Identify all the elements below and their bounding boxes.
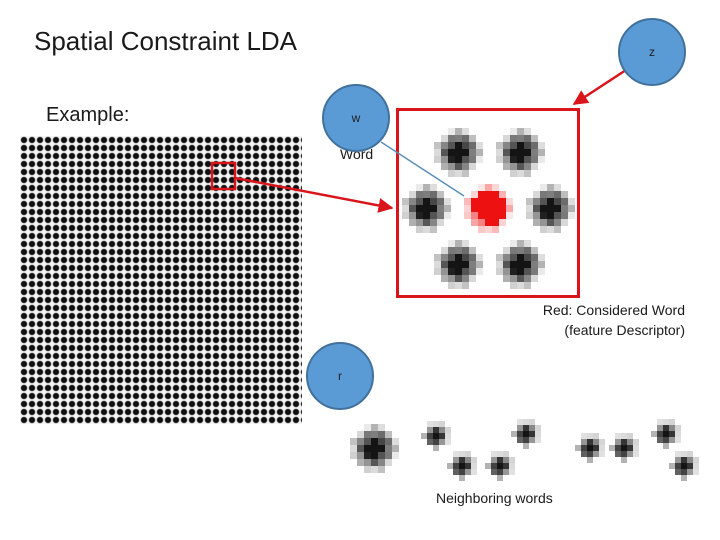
neighbor-word-3b bbox=[511, 419, 541, 449]
zoom-arrow bbox=[234, 176, 394, 213]
red-caption-line-2: (feature Descriptor) bbox=[564, 322, 685, 338]
selection-box bbox=[210, 161, 237, 191]
neighboring-words-label: Neighboring words bbox=[436, 490, 553, 506]
considered-word-blob bbox=[463, 183, 513, 233]
neighbor-word-2a bbox=[421, 421, 451, 451]
word-connector-line bbox=[380, 141, 465, 197]
dot-texture-image bbox=[20, 136, 302, 424]
neighbor-word-1 bbox=[349, 423, 399, 473]
neighbor-word-5b bbox=[669, 451, 699, 481]
slide-title: Spatial Constraint LDA bbox=[34, 26, 298, 56]
neighbor-word-2b bbox=[447, 451, 477, 481]
patch-blob-bottom-left bbox=[433, 239, 483, 289]
node-w: w bbox=[322, 84, 390, 152]
neighbor-word-3a bbox=[485, 451, 515, 481]
z-arrow bbox=[572, 68, 627, 106]
red-caption-line-1: Red: Considered Word bbox=[542, 302, 685, 318]
red-caption: Red: Considered Word (feature Descriptor… bbox=[543, 300, 685, 340]
patch-blob-left bbox=[401, 183, 451, 233]
node-z: z bbox=[618, 18, 686, 86]
patch-blob-bottom-right bbox=[495, 239, 545, 289]
zoomed-patch-box bbox=[396, 108, 580, 298]
patch-blob-top-left bbox=[433, 127, 483, 177]
example-label: Example: bbox=[46, 104, 130, 126]
neighbor-word-5a bbox=[651, 419, 681, 449]
neighbor-word-4a bbox=[575, 433, 605, 463]
neighbor-word-4b bbox=[609, 433, 639, 463]
patch-blob-top-right bbox=[495, 127, 545, 177]
node-r: r bbox=[306, 342, 374, 410]
patch-blob-right bbox=[525, 183, 575, 233]
